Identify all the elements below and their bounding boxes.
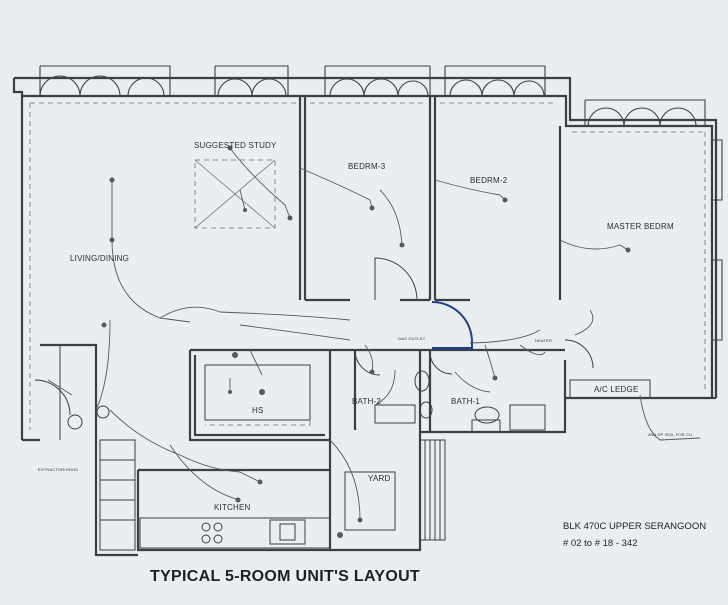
highlighted-door [431, 301, 473, 349]
note-ac-isolator: 3NA DP ISOL FOR CU [648, 432, 693, 437]
note-kitchen-exhaust: EXTRACTOR/HOOD [38, 467, 79, 472]
fixtures [67, 370, 651, 551]
room-label-bedroom-3: BEDRM-3 [348, 162, 386, 171]
room-label-kitchen: KITCHEN [214, 503, 251, 512]
room-label-yard: YARD [368, 474, 391, 483]
room-label-suggested-study: SUGGESTED STUDY [194, 141, 277, 150]
windows [39, 65, 723, 341]
note-gas: GAS OUTLET [398, 336, 426, 341]
electrical-points [101, 145, 631, 538]
walls [12, 76, 718, 557]
address-line-block: BLK 470C UPPER SERANGOON [563, 521, 707, 532]
note-bath-heater: HEATER [535, 338, 553, 343]
room-label-bath-1: BATH-1 [451, 397, 481, 406]
room-label-ac-ledge: A/C LEDGE [594, 385, 639, 394]
study-cross [194, 159, 276, 229]
room-label-living-dining: LIVING/DINING [70, 254, 130, 263]
electrical-wiring [47, 147, 701, 521]
doors [34, 257, 594, 440]
layout-title: TYPICAL 5-ROOM UNIT'S LAYOUT [150, 568, 421, 585]
room-label-master-bedroom: MASTER BEDRM [607, 222, 674, 231]
address-block: BLK 470C UPPER SERANGOON # 02 to # 18 - … [563, 518, 706, 552]
room-label-bath-2: BATH-2 [352, 397, 382, 406]
room-label-bedroom-2: BEDRM-2 [470, 176, 508, 185]
address-line-units: # 02 to # 18 - 342 [563, 538, 638, 549]
room-label-household-shelter: HS [252, 406, 264, 415]
